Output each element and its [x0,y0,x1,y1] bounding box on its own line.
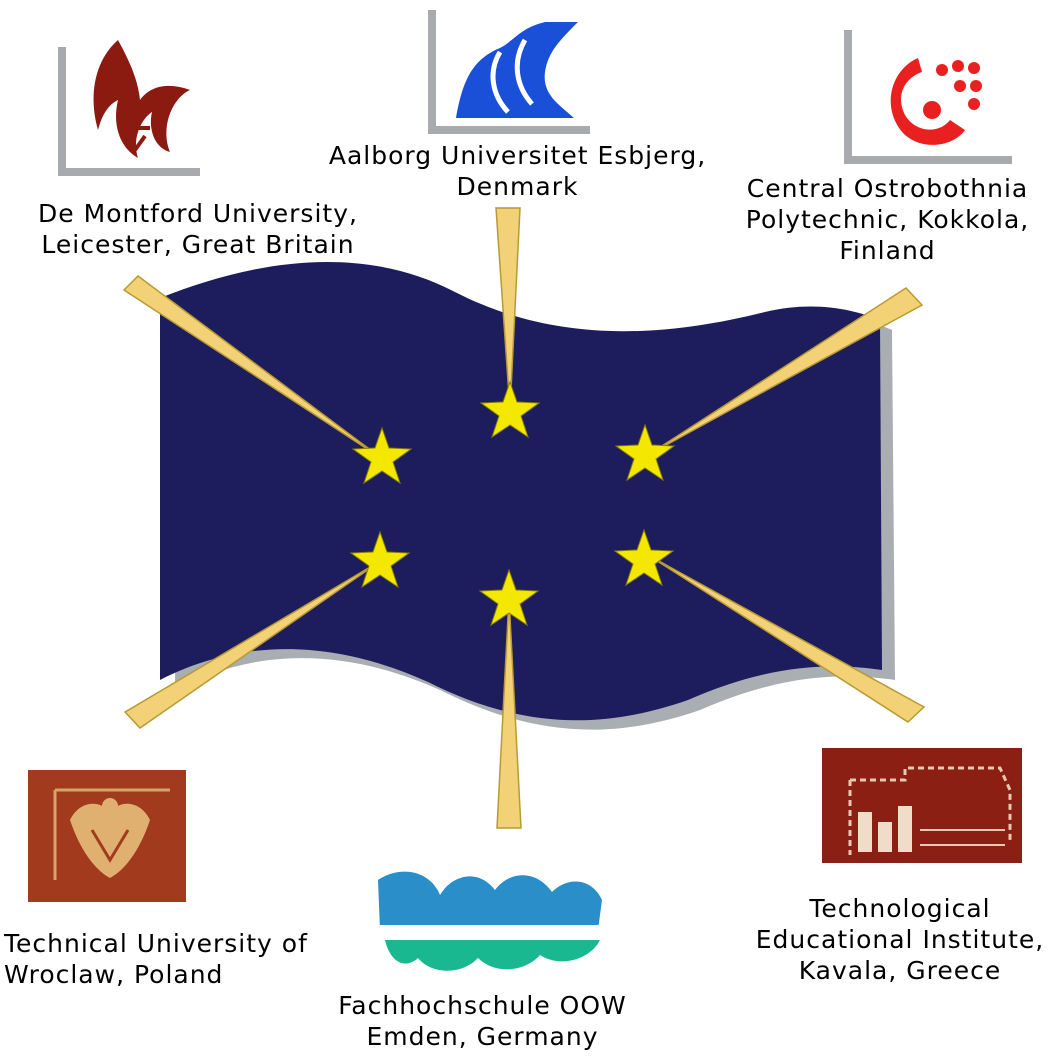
european-flag-icon [160,261,882,721]
label-aalborg: Aalborg Universitet Esbjerg, Denmark [305,140,730,202]
label-de-montfort: De Montford University, Leicester, Great… [8,198,388,260]
label-line: Central Ostrobothnia [746,174,1029,203]
de-montfort-logo-icon [58,40,200,176]
wroclaw-eagle-logo-icon [28,770,186,902]
label-line: Wroclaw, Poland [4,960,224,989]
beam-de-montfort [122,275,385,461]
fachhochschule-waves-logo-icon [378,871,602,971]
label-line: Fachhochschule OOW [338,991,627,1020]
label-fachhochschule: Fachhochschule OOW Emden, Germany [310,990,655,1052]
label-line: Polytechnic, Kokkola, [745,205,1030,234]
label-central-ostrobothnia: Central Ostrobothnia Polytechnic, Kokkol… [725,173,1050,266]
connector-beams [122,207,926,829]
label-line: Aalborg Universitet Esbjerg, [328,141,707,170]
label-line: Educational Institute, [755,925,1045,954]
label-line: De Montford University, [38,199,358,228]
label-line: Leicester, Great Britain [41,230,355,259]
label-line: Technical University of [4,929,308,958]
label-line: Denmark [456,172,579,201]
label-line: Kavala, Greece [798,956,1002,985]
aalborg-logo-icon [428,10,590,134]
label-line: Emden, Germany [366,1022,599,1051]
label-line: Technological [809,894,991,923]
beam-wroclaw [123,559,383,729]
central-ostrobothnia-logo-icon [844,30,1012,164]
label-line: Finland [839,236,936,265]
beam-ostrobothnia [647,287,924,456]
beam-kavala [647,554,926,723]
beam-aalborg [495,207,521,411]
label-wroclaw: Technical University of Wroclaw, Poland [4,928,354,990]
kavala-building-logo-icon [822,748,1022,863]
label-kavala: Technological Educational Institute, Kav… [745,893,1055,986]
beam-fachhochschule [496,597,522,829]
